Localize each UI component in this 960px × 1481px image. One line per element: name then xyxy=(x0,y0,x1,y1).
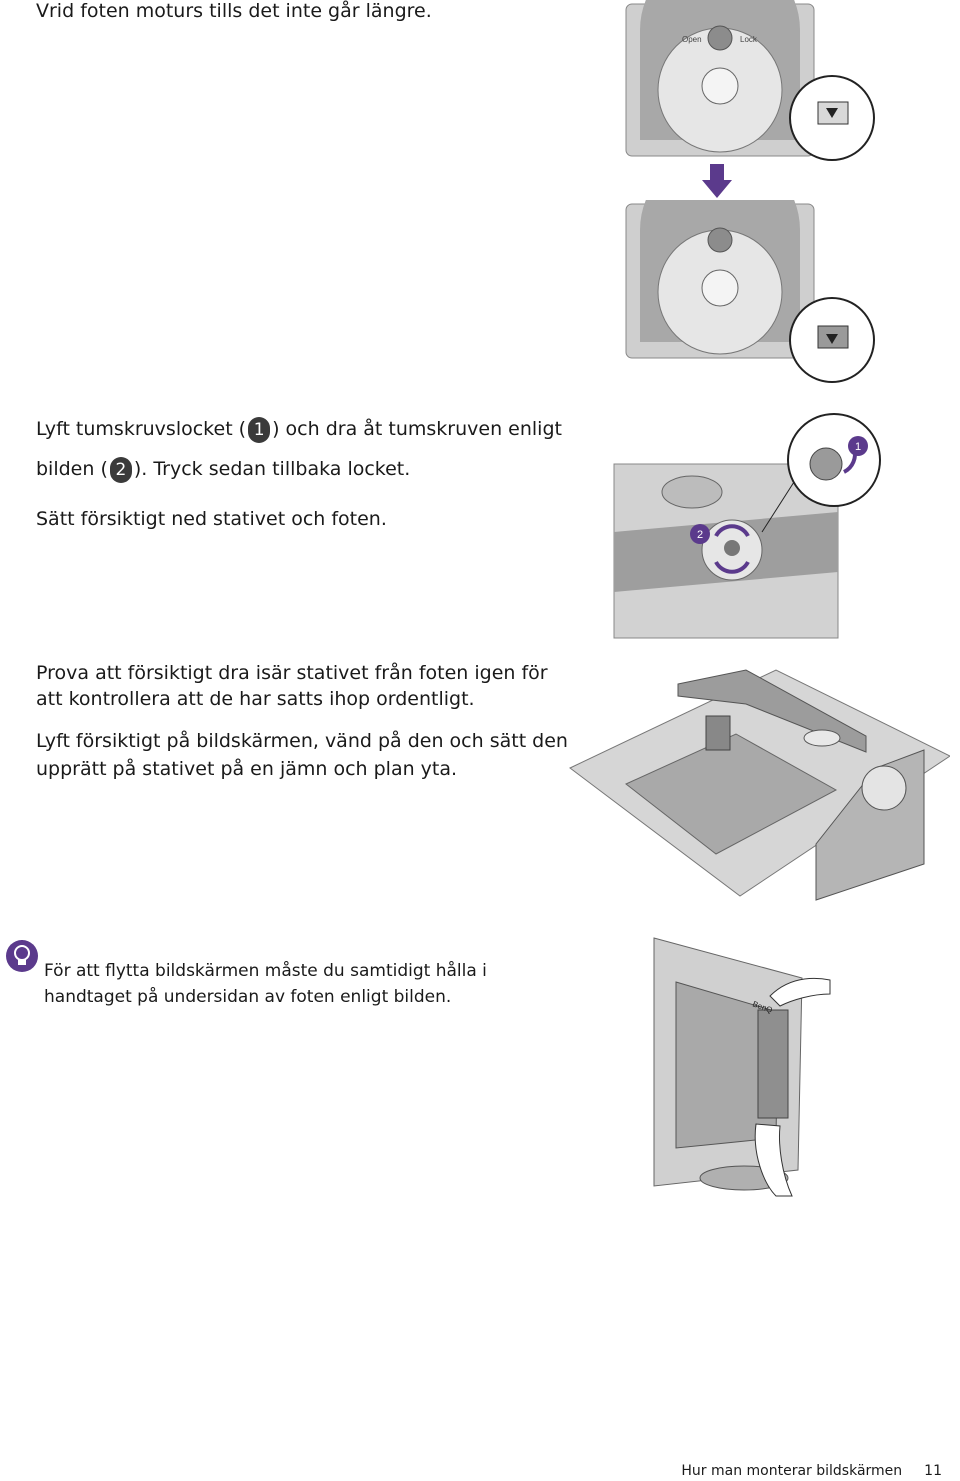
footer-page-number: 11 xyxy=(924,1463,942,1479)
step-lift-cover-line2: bilden (2). Tryck sedan tillbaka locket. xyxy=(36,456,410,483)
note-line2: handtaget på undersidan av foten enligt … xyxy=(44,987,452,1007)
step-lift-cover-line1: Lyft tumskruvslocket (1) och dra åt tums… xyxy=(36,416,562,443)
step-lift-line1: Lyft försiktigt på bildskärmen, vänd på … xyxy=(36,730,568,752)
lightbulb-icon xyxy=(4,938,40,978)
thumbscrew-figure: 2 1 xyxy=(613,413,881,639)
carry-monitor-figure: BenQ xyxy=(653,937,831,1197)
step-lift-line2: upprätt på stativet på en jämn och plan … xyxy=(36,758,458,780)
step-check-line1: Prova att försiktigt dra isär stativet f… xyxy=(36,662,548,684)
page-footer: Hur man monterar bildskärmen 11 xyxy=(681,1462,942,1480)
step-badge-2: 2 xyxy=(109,456,132,483)
step-check-line2: att kontrollera att de har satts ihop or… xyxy=(36,688,475,710)
step-rotate-foot: Vrid foten moturs tills det inte går län… xyxy=(36,0,432,22)
down-arrow-icon xyxy=(702,164,732,198)
foot-rotation-after-figure xyxy=(625,200,875,383)
label-open: Open xyxy=(682,35,702,44)
step-lower-stand: Sätt försiktigt ned stativet och foten. xyxy=(36,508,387,530)
footer-section-title: Hur man monterar bildskärmen xyxy=(681,1463,903,1479)
foot-rotation-before-figure: Open Lock xyxy=(625,0,875,161)
step-badge-1: 1 xyxy=(248,416,271,443)
stand-assembly-figure xyxy=(569,669,950,901)
label-lock: Lock xyxy=(740,35,758,44)
callout-2: 2 xyxy=(697,529,703,541)
callout-1: 1 xyxy=(855,441,861,453)
note-line1: För att flytta bildskärmen måste du samt… xyxy=(44,961,487,981)
